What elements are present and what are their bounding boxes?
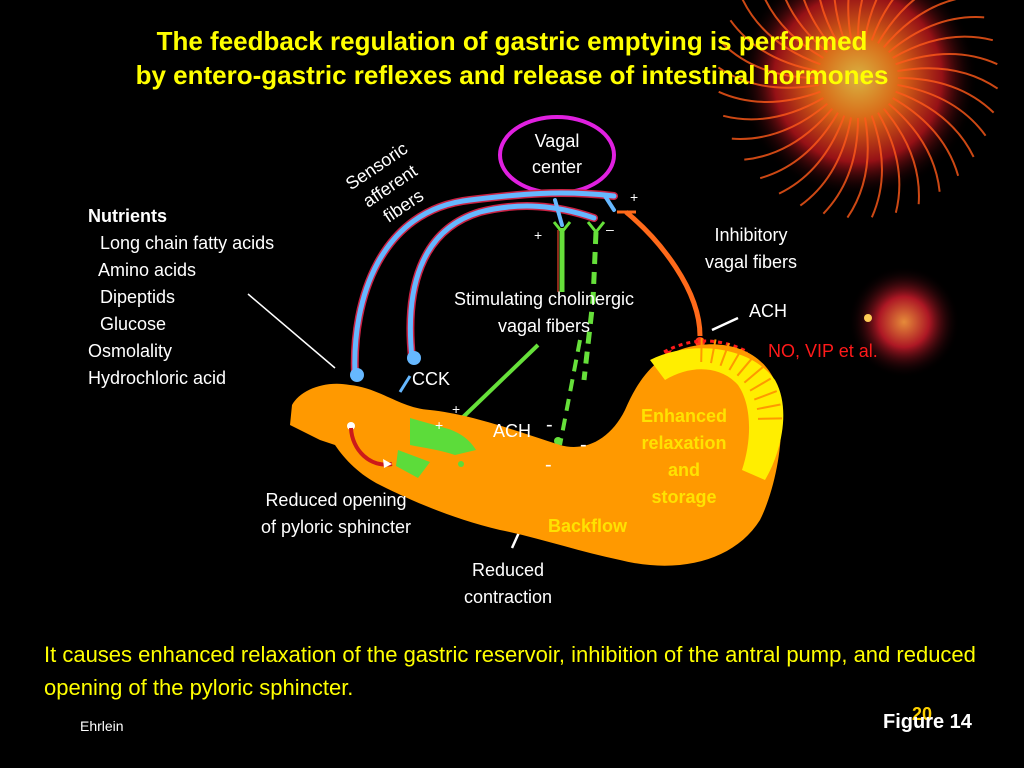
- fundus-stripe: [743, 366, 764, 384]
- firework-ray: [847, 0, 853, 39]
- reduced-opening-label: Reduced opening of pyloric sphincter: [260, 490, 412, 537]
- firework-ray: [822, 117, 859, 215]
- inhibitory-fibers-label: Inhibitory vagal fibers: [704, 225, 798, 272]
- decorative-fireworks: [717, 0, 999, 378]
- enhanced-relaxation-label: Enhanced relaxation and storage: [640, 406, 728, 507]
- cck-label: CCK: [412, 369, 451, 389]
- other-stimulus: Osmolality: [88, 341, 173, 361]
- firework-ray: [877, 112, 901, 214]
- caption: It causes enhanced relaxation of the gas…: [44, 642, 976, 700]
- nutrient-item: Long chain fatty acids: [100, 233, 275, 253]
- stimulating-cholinergic-fibers: [446, 221, 606, 446]
- fundus-stripe: [719, 342, 730, 367]
- firework-ray: [897, 77, 995, 114]
- firework-ray: [897, 67, 999, 90]
- vagal-center-label: Vagal center: [531, 131, 583, 177]
- firework-ray: [803, 0, 834, 49]
- firework-ray: [717, 66, 819, 89]
- nutrient-item: Amino acids: [98, 260, 197, 280]
- ach-label-upper: ACH: [749, 301, 788, 321]
- firework-ray: [897, 83, 987, 137]
- firework-ray: [741, 0, 821, 66]
- ach-label-lower: ACH: [493, 421, 532, 441]
- fundus-stripe: [749, 377, 772, 392]
- fundus-stripe: [756, 403, 781, 411]
- title-line-1: The feedback regulation of gastric empty…: [156, 26, 868, 56]
- figure-label: Figure 14: [883, 711, 972, 733]
- plus-sign: +: [452, 401, 461, 417]
- firework-ray: [729, 19, 819, 73]
- firework-ray: [882, 107, 920, 205]
- minus-sign: -: [546, 414, 553, 436]
- firework-ray: [722, 97, 824, 121]
- plus-sign: +: [534, 227, 543, 243]
- firework-ray: [759, 112, 839, 180]
- pyloric-sphincter: [410, 418, 476, 455]
- nutrient-item: Glucose: [100, 314, 167, 334]
- firework-ray: [718, 90, 821, 103]
- firework-ray: [784, 0, 829, 54]
- firework-ray: [764, 0, 824, 59]
- firework-ray: [895, 53, 998, 66]
- firework-ray: [887, 16, 985, 54]
- nutrient-item: Dipeptids: [100, 287, 176, 307]
- firework-ray: [731, 102, 829, 140]
- stomach-body: [290, 344, 782, 566]
- firework-ray: [846, 117, 869, 219]
- firework-ray: [877, 0, 916, 44]
- firework-ray: [870, 0, 894, 41]
- backflow-label: Backflow: [548, 516, 628, 536]
- firework-ray: [892, 35, 994, 59]
- other-stimulus: Hydrochloric acid: [88, 368, 227, 388]
- firework-ray: [833, 0, 846, 41]
- title-line-2: by entero-gastric reflexes and release o…: [135, 60, 889, 90]
- firework-ray: [778, 115, 846, 195]
- fundus-wall: [650, 348, 784, 480]
- no-vip-label: NO, VIP et al.: [768, 341, 878, 361]
- firework-ray: [892, 97, 960, 177]
- firework-ray: [857, 0, 864, 39]
- fundus-stripe: [710, 339, 717, 364]
- minus-sign: -: [545, 454, 552, 476]
- page-title: The feedback regulation of gastric empty…: [0, 24, 1024, 92]
- page-number: 20: [912, 704, 933, 724]
- plus-sign: +: [630, 189, 639, 205]
- firework-ray: [799, 117, 853, 207]
- author: Ehrlein: [80, 718, 124, 734]
- nutrients-heading: Nutrients: [88, 206, 168, 226]
- reduced-contraction-label: Reduced contraction: [463, 560, 553, 607]
- firework-ray: [721, 42, 819, 79]
- firework-ray: [744, 107, 834, 161]
- firework-ray: [863, 0, 878, 39]
- stomach: [290, 337, 784, 566]
- plus-sign: +: [435, 417, 444, 433]
- firework-ray: [895, 90, 975, 158]
- fundus-stripe: [728, 348, 743, 371]
- fundus-stripe: [736, 356, 754, 377]
- nutrients-list: Nutrients Long chain fatty acids Amino a…: [88, 203, 274, 392]
- minus-sign: -: [580, 434, 587, 456]
- pointer-lines: [247, 293, 739, 549]
- fundus-stripe: [753, 390, 778, 401]
- stimulating-fibers-label: Stimulating cholinergic vagal fibers: [453, 289, 635, 336]
- minus-sign: –: [606, 221, 614, 237]
- firework-ray: [887, 102, 941, 192]
- firework-ray: [882, 0, 957, 49]
- sensoric-afferent-fibers: [350, 189, 618, 382]
- firework-ray: [819, 0, 839, 44]
- firework-ray: [870, 115, 883, 218]
